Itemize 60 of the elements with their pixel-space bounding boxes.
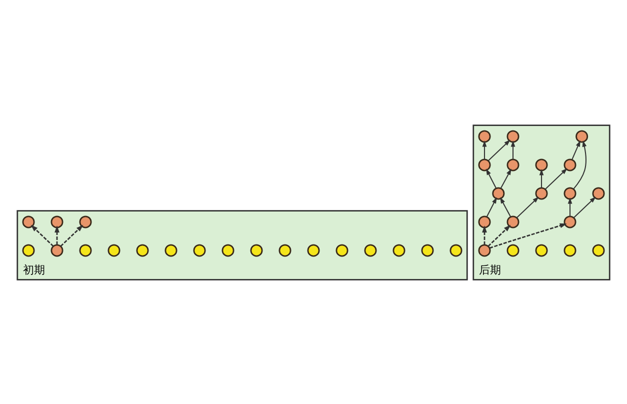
- node-circle: [392, 244, 406, 256]
- arrow: [573, 196, 596, 218]
- node-circle: [336, 244, 348, 256]
- node-circle: [492, 186, 505, 200]
- arrow: [482, 225, 487, 244]
- node-circle: [564, 215, 576, 228]
- arrow: [30, 224, 54, 246]
- node-circle: [79, 215, 92, 228]
- node-circle: [50, 244, 64, 256]
- arrow: [516, 196, 539, 218]
- arrow: [486, 196, 497, 217]
- arrow: [54, 225, 60, 244]
- node-circle: [450, 244, 462, 256]
- arrow: [539, 168, 544, 188]
- node-circle: [564, 158, 576, 171]
- node-circle: [250, 244, 263, 256]
- cluster: 初期: [16, 210, 468, 280]
- cluster: 后期: [472, 124, 610, 280]
- arrow: [488, 139, 510, 161]
- node-circle: [421, 244, 434, 256]
- node-circle: [592, 186, 605, 200]
- arrow: [573, 140, 587, 189]
- node-circle: [478, 215, 491, 228]
- node-circle: [576, 130, 588, 142]
- node-circle: [50, 215, 64, 228]
- node-circle: [22, 244, 35, 256]
- arrow: [500, 196, 512, 217]
- node-circle: [164, 244, 178, 256]
- node-circle: [79, 244, 92, 256]
- node-circle: [478, 158, 491, 171]
- arrow: [544, 168, 568, 190]
- node-circle: [22, 215, 35, 228]
- node-circle: [506, 244, 520, 256]
- arrow: [500, 168, 512, 188]
- arrow: [488, 224, 511, 246]
- node-circle: [108, 244, 120, 256]
- node-circle: [136, 244, 149, 256]
- arrow: [482, 140, 487, 159]
- arrow: [568, 197, 572, 216]
- arrow: [572, 140, 580, 160]
- node-circle: [535, 158, 548, 171]
- arrow: [489, 222, 567, 248]
- node-circle: [278, 244, 292, 256]
- node-circle: [478, 244, 491, 256]
- node-circle: [222, 244, 234, 256]
- arrow: [60, 224, 84, 246]
- node-circle: [478, 130, 491, 142]
- node-circle: [564, 244, 576, 256]
- node-circle: [535, 244, 548, 256]
- arrow: [510, 140, 516, 159]
- node-circle: [506, 215, 520, 228]
- node-circle: [364, 244, 377, 256]
- node-circle: [564, 186, 576, 200]
- node-circle: [506, 130, 520, 142]
- node-circle: [506, 158, 520, 171]
- node-circle: [535, 186, 548, 200]
- node-circle: [193, 244, 206, 256]
- arrow: [486, 168, 497, 188]
- node-circle: [592, 244, 605, 256]
- node-circle: [307, 244, 320, 256]
